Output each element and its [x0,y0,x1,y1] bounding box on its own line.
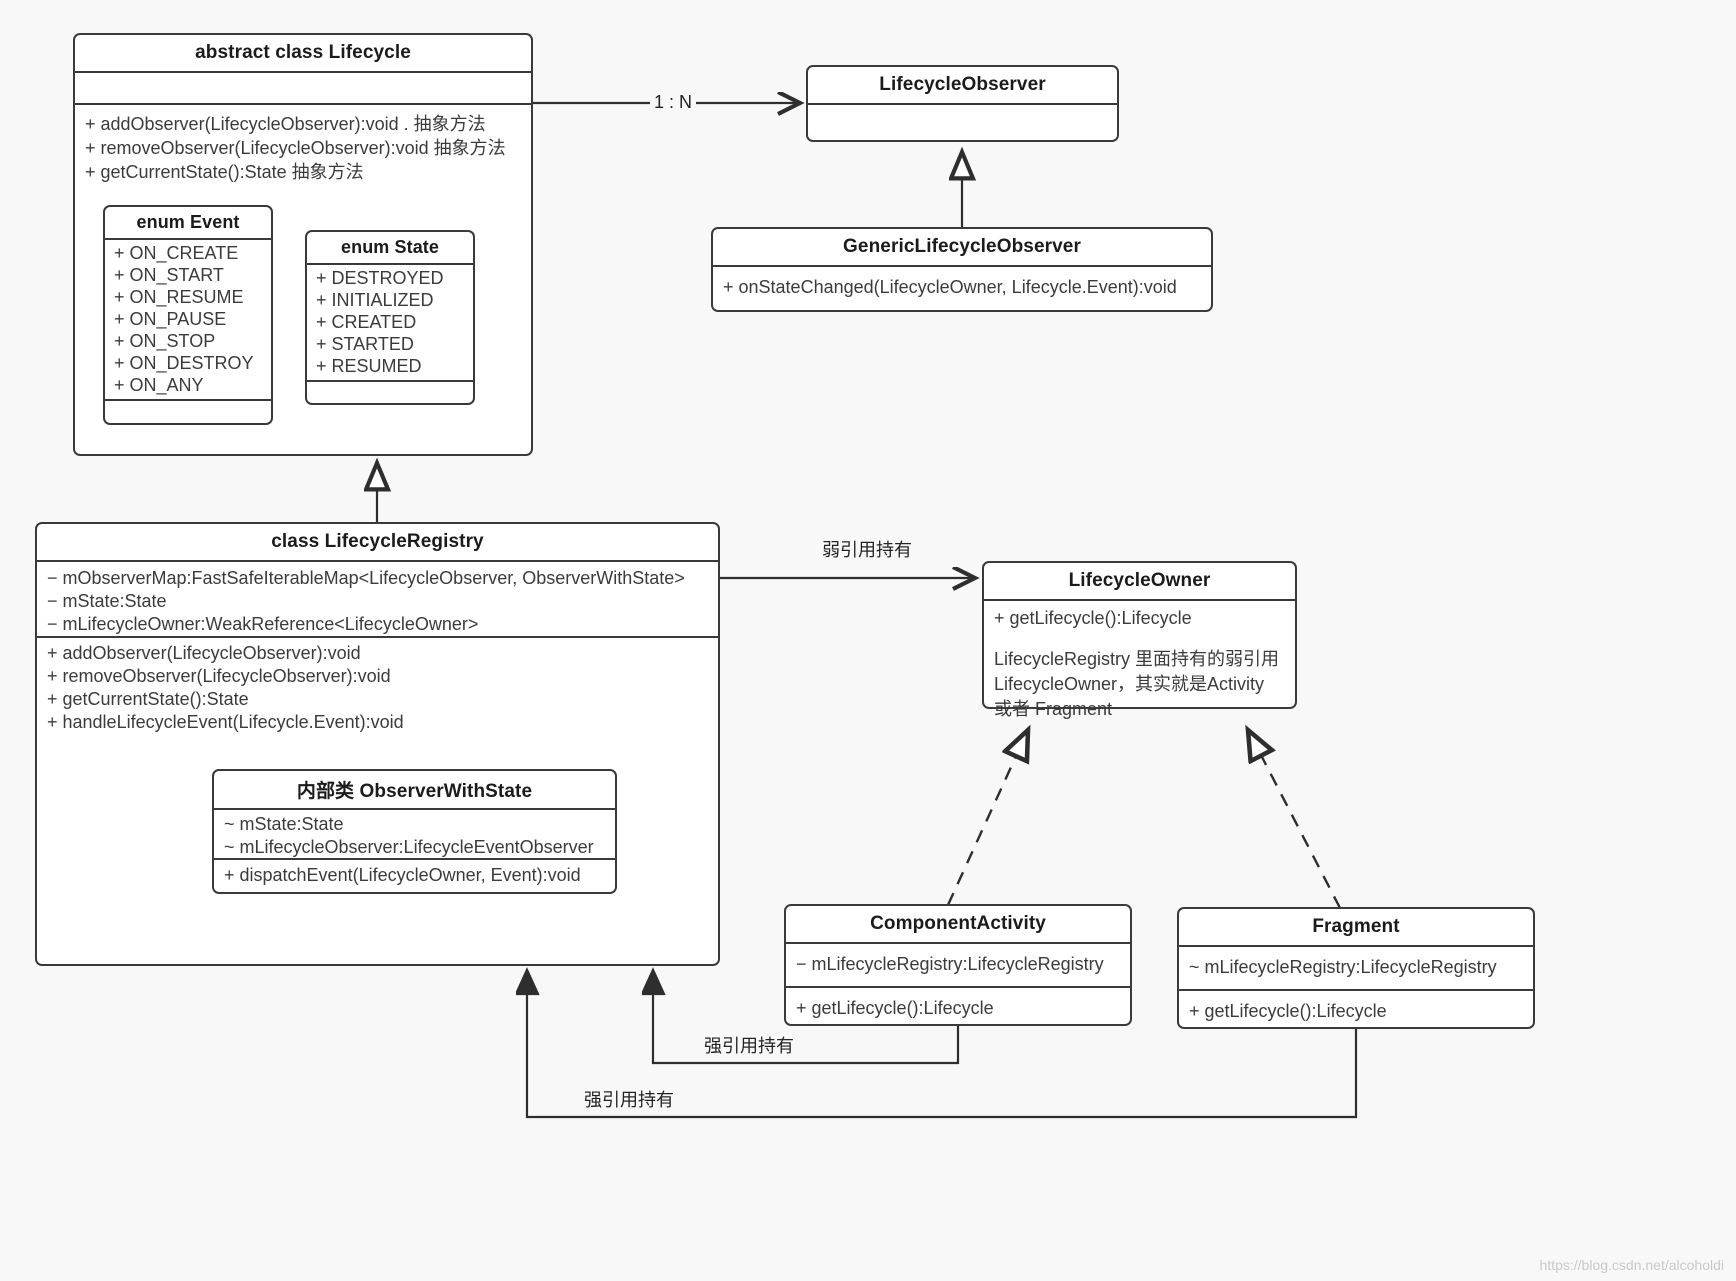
attributes-compartment-lifecycle-registry: − mObserverMap:FastSafeIterableMap<Lifec… [37,562,718,636]
class-title-lifecycle-registry: class LifecycleRegistry [271,531,484,552]
attributes-compartment-observer-with-state: ~ mState:State ~ mLifecycleObserver:Life… [214,810,615,858]
class-title-lifecycle-owner: LifecycleOwner [1068,570,1211,591]
enum-value-row: + STARTED [316,333,414,354]
class-box-generic-lifecycle-observer[interactable]: GenericLifecycleObserver + onStateChange… [711,227,1213,312]
class-box-observer-with-state[interactable]: 内部类 ObserverWithState ~ mState:State ~ m… [212,769,617,894]
methods-compartment-fragment: + getLifecycle():Lifecycle [1179,991,1533,1033]
divider [37,636,718,639]
method-row: + addObserver(LifecycleObserver):void . … [85,114,486,134]
lifecycle-owner-note: LifecycleRegistry 里面持有的弱引用 LifecycleOwne… [994,648,1280,720]
class-box-component-activity[interactable]: ComponentActivity − mLifecycleRegistry:L… [784,904,1132,1026]
method-row: + addObserver(LifecycleObserver):void [47,643,361,664]
attribute-row: − mState:State [47,591,167,612]
methods-compartment-lifecycle-registry: + addObserver(LifecycleObserver):void + … [37,638,718,734]
attributes-compartment-lifecycle [75,73,531,103]
method-row: + getLifecycle():Lifecycle [796,997,994,1018]
divider [75,71,531,73]
enum-value-row: + ON_PAUSE [114,308,227,329]
enum-value-row: + ON_ANY [114,374,204,395]
divider [1179,945,1533,947]
edge-label-one-to-n: 1 : N [650,92,697,113]
divider [105,398,271,401]
edge-label-strong-reference-activity: 强引用持有 [700,1032,798,1058]
attribute-row: ~ mLifecycleObserver:LifecycleEventObser… [224,836,594,857]
divider [214,808,615,810]
attribute-row: − mObserverMap:FastSafeIterableMap<Lifec… [47,568,685,588]
divider [713,265,1211,267]
method-row: + getLifecycle():Lifecycle [994,608,1192,628]
method-row: + getCurrentState():State 抽象方法 [85,161,364,182]
class-box-enum-event[interactable]: enum Event + ON_CREATE + ON_START + ON_R… [103,205,273,425]
attribute-row: − mLifecycleOwner:WeakReference<Lifecycl… [47,614,479,635]
divider [75,103,531,105]
class-box-enum-state[interactable]: enum State + DESTROYED + INITIALIZED + C… [305,230,475,405]
values-compartment-enum-event: + ON_CREATE + ON_START + ON_RESUME + ON_… [105,240,271,399]
attribute-row: ~ mLifecycleRegistry:LifecycleRegistry [1189,957,1497,977]
method-row: + onStateChanged(LifecycleOwner, Lifecyc… [723,277,1177,297]
methods-compartment-component-activity: + getLifecycle():Lifecycle [786,988,1130,1030]
class-box-lifecycle-observer[interactable]: LifecycleObserver [806,65,1119,142]
divider [214,858,615,861]
method-row: + getCurrentState():State [47,689,249,710]
class-title-fragment: Fragment [1312,916,1400,937]
class-title-lifecycle: abstract class Lifecycle [195,42,411,63]
enum-value-row: + RESUMED [316,355,422,376]
class-title-observer-with-state: 内部类 ObserverWithState [296,781,533,802]
methods-compartment-lifecycle-owner: + getLifecycle():Lifecycle LifecycleRegi… [984,601,1295,723]
class-title-generic-lifecycle-observer: GenericLifecycleObserver [843,236,1081,257]
method-row: + removeObserver(LifecycleObserver):void… [85,137,506,158]
enum-value-row: + INITIALIZED [316,289,434,310]
watermark: https://blog.csdn.net/alcoholdi [1539,1257,1724,1273]
class-title-enum-state: enum State [340,237,440,257]
class-title-lifecycle-observer: LifecycleObserver [879,74,1046,95]
attribute-row: − mLifecycleRegistry:LifecycleRegistry [796,954,1104,974]
method-row: + handleLifecycleEvent(Lifecycle.Event):… [47,712,404,733]
class-box-lifecycle-registry[interactable]: class LifecycleRegistry − mObserverMap:F… [35,522,720,966]
methods-compartment-lifecycle: + addObserver(LifecycleObserver):void . … [75,105,531,192]
class-title-enum-event: enum Event [136,212,240,232]
edge-label-weak-reference: 弱引用持有 [818,536,916,562]
enum-value-row: + DESTROYED [316,268,444,288]
body-compartment-lifecycle-observer [808,105,1117,138]
edge-label-strong-reference-fragment: 强引用持有 [580,1086,678,1112]
enum-value-row: + ON_START [114,264,224,285]
class-box-fragment[interactable]: Fragment ~ mLifecycleRegistry:LifecycleR… [1177,907,1535,1029]
enum-value-row: + ON_RESUME [114,286,244,307]
enum-value-row: + ON_CREATE [114,243,239,263]
enum-value-row: + ON_DESTROY [114,352,254,373]
attributes-compartment-component-activity: − mLifecycleRegistry:LifecycleRegistry [786,944,1130,986]
method-row: + dispatchEvent(LifecycleOwner, Event):v… [224,865,581,886]
divider [105,238,271,240]
divider [808,103,1117,105]
methods-compartment-observer-with-state: + dispatchEvent(LifecycleOwner, Event):v… [214,860,615,888]
attribute-row: ~ mState:State [224,814,344,834]
enum-value-row: + ON_STOP [114,330,216,351]
class-title-component-activity: ComponentActivity [870,913,1046,934]
divider [307,379,473,382]
divider [786,942,1130,944]
divider [37,560,718,562]
values-compartment-enum-state: + DESTROYED + INITIALIZED + CREATED + ST… [307,265,473,380]
enum-value-row: + CREATED [316,311,417,332]
method-row: + removeObserver(LifecycleObserver):void [47,666,391,687]
method-row: + getLifecycle():Lifecycle [1189,1000,1387,1021]
class-box-lifecycle-owner[interactable]: LifecycleOwner + getLifecycle():Lifecycl… [982,561,1297,719]
divider [307,263,473,265]
divider [984,599,1295,601]
attributes-compartment-fragment: ~ mLifecycleRegistry:LifecycleRegistry [1179,947,1533,989]
methods-compartment-generic-lifecycle-observer: + onStateChanged(LifecycleOwner, Lifecyc… [713,267,1211,307]
